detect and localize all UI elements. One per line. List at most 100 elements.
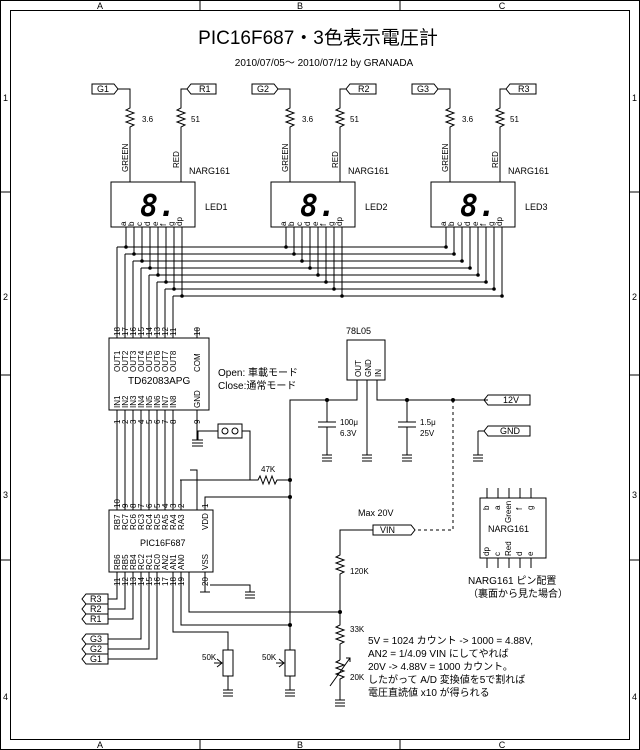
led3-resistors: 3.6 51 GREEN RED (438, 88, 519, 182)
led2-red-res: 51 (350, 115, 359, 124)
left-port-flags: R3 R2 R1 G3 G2 G1 (81, 572, 158, 665)
port-12v: 12V (503, 395, 519, 405)
bus-junction (164, 280, 168, 284)
driver-in-pin: IN2 (121, 395, 130, 408)
pinout-bot-red: Red (504, 541, 513, 556)
driver-out-pin: OUT3 (129, 350, 138, 372)
led2-pin-c: c (295, 222, 304, 226)
driver-out-pin: OUT1 (113, 350, 122, 372)
pinout-title: NARG161 (488, 524, 529, 534)
note-line-4: したがって A/D 変換値を5で割れば (368, 673, 525, 686)
driver-out-num: 17 (121, 327, 130, 336)
port-g2: G2 (257, 84, 269, 94)
pot2-label: 50K (262, 653, 277, 662)
max-label: Max 20V (358, 508, 394, 518)
mcu-top-num: 7 (137, 503, 146, 508)
port-g1-left: G1 (90, 654, 102, 664)
mcu-bot-pin: RB5 (121, 554, 130, 570)
mode-close: Close:通常モード (218, 379, 296, 392)
led2-pin-b: b (287, 221, 296, 226)
r120k-label: 120K (350, 567, 369, 576)
vin-divider: Max 20V VIN 120K 33K 20K (329, 508, 416, 707)
led1-part: NARG161 (189, 166, 230, 176)
led1-pin-dp: dp (175, 217, 184, 226)
schematic-subtitle: 2010/07/05～ 2010/07/12 by GRANADA (235, 58, 414, 69)
pinout-caption-1: NARG161 ピン配置 (468, 575, 556, 587)
grid-row-4-right: 4 (632, 692, 637, 702)
note-line-2: AN2 = 1/4.09 VIN にしてやれば (368, 648, 509, 660)
bus-junction (292, 252, 296, 256)
led1-name: LED1 (205, 202, 228, 212)
led3-pin-d: d (463, 222, 472, 226)
schematic-title: PIC16F687・3色表示電圧計 (198, 27, 438, 49)
bus-junction (332, 287, 336, 291)
grid-row-4: 4 (3, 692, 8, 702)
led3-pin-c: c (455, 222, 464, 226)
bus-junction (300, 259, 304, 263)
led2-name: LED2 (365, 202, 388, 212)
r47k-label: 47K (261, 465, 276, 474)
grid-row-2-right: 2 (632, 292, 637, 302)
port-r2-left: R2 (90, 604, 102, 614)
driver-in-pin: IN8 (169, 395, 178, 408)
port-r1-left: R1 (90, 614, 102, 624)
led-pinout: NARG161 b a Green f g dp c Red d e NARG1… (468, 488, 568, 600)
r20k-label: 20K (350, 673, 365, 682)
led2-pin-f: f (319, 223, 328, 226)
led2-pin-dp: dp (335, 217, 344, 226)
port-gnd: GND (500, 426, 521, 436)
driver-ic: TD62083APG OUT118IN11OUT217IN22OUT316IN3… (108, 327, 210, 510)
mcu-top-pin: RA4 (169, 514, 178, 530)
grid-col-c-bottom: C (499, 740, 506, 750)
cap2-value: 1.5μ (420, 418, 436, 427)
driver-out-num: 16 (129, 327, 138, 336)
driver-out-num: 13 (153, 327, 162, 336)
mcu-bot-pin: AN2 (161, 554, 170, 570)
mcu-top-num: 9 (121, 503, 130, 508)
grid-col-b-bottom: B (297, 740, 303, 750)
led1-pin-a: a (119, 221, 128, 226)
pinout-bot-e: e (526, 551, 535, 556)
bus-junction (140, 259, 144, 263)
port-r2: R2 (358, 84, 370, 94)
mcu-bot-pin: AN0 (177, 554, 186, 570)
mcu-bot-pin: RC1 (145, 553, 154, 570)
bus-junction (468, 266, 472, 270)
led2-green-res: 3.6 (302, 115, 314, 124)
regulator: 78L05 OUT GND IN (346, 326, 386, 381)
top-port-flags: G1 R1 G2 R2 G3 R3 (91, 83, 537, 95)
led3: 8. NARG161 LED3 (430, 166, 549, 228)
led2: 8. NARG161 LED2 (270, 166, 389, 228)
driver-out-pin: COM (193, 353, 202, 372)
led2-pin-a: a (279, 221, 288, 226)
pinout-top-f: f (515, 507, 524, 510)
led3-pin-b: b (447, 221, 456, 226)
pinout-top-a: a (493, 505, 502, 510)
mcu-top-num: 4 (161, 503, 170, 508)
bus-junction (484, 280, 488, 284)
led1-red-res: 51 (191, 115, 200, 124)
cap2-voltage: 25V (420, 429, 435, 438)
driver-in-pin: IN1 (113, 395, 122, 408)
driver-out-num: 15 (137, 327, 146, 336)
regulator-name: 78L05 (346, 326, 371, 336)
grid-col-b: B (297, 1, 303, 11)
bus-junction (148, 266, 152, 270)
led2-pin-g: g (327, 222, 336, 226)
bus-junction (444, 245, 448, 249)
led1-digit: 8. (140, 189, 176, 224)
led1-red-label: RED (172, 151, 181, 168)
mcu-bot-num: 17 (161, 577, 170, 586)
mcu-top-pin: RC5 (153, 513, 162, 530)
mcu-top-pin: RA5 (161, 514, 170, 530)
led-pin-labels: a b c d e f g dp a b c d e f g dp a b c … (119, 217, 504, 226)
led1: 8. NARG161 LED1 (110, 166, 230, 228)
bus-junction (132, 252, 136, 256)
grid-row-2: 2 (3, 292, 8, 302)
led2-digit: 8. (300, 189, 336, 224)
pinout-top-b: b (482, 505, 491, 510)
mcu-top-pin: VDD (201, 513, 210, 530)
mcu-top-pin: RC6 (129, 513, 138, 530)
grid-row-3-right: 3 (632, 490, 637, 500)
mcu-wiring (172, 469, 334, 697)
